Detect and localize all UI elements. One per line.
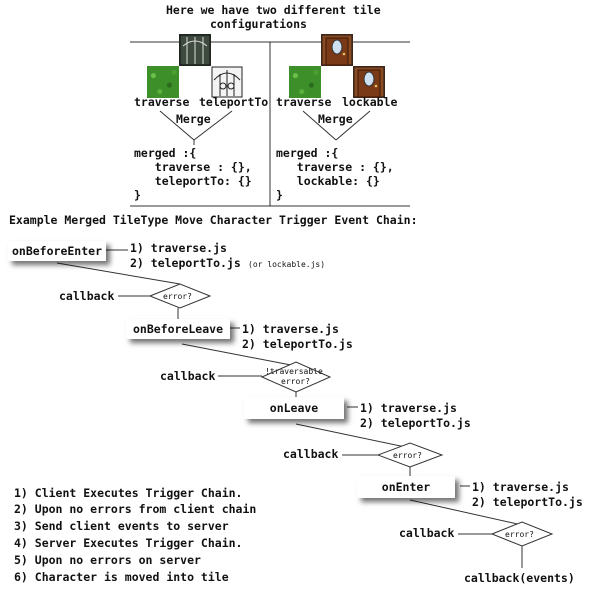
- decision-1-label: error?: [163, 292, 192, 301]
- step-2: 2) Upon no errors from client chain: [14, 502, 257, 516]
- step-3: 3) Send client events to server: [14, 519, 229, 533]
- right-merge-label: Merge: [318, 112, 353, 126]
- chain-heading: Example Merged TileType Move Character T…: [9, 213, 418, 227]
- right-label-lockable: lockable: [342, 95, 398, 109]
- step-6: 6) Character is moved into tile: [14, 570, 229, 584]
- decision-diamond-2: [260, 361, 332, 393]
- left-code-line-1: merged :{: [134, 146, 197, 160]
- grass-tile-icon: [289, 66, 321, 98]
- script-list-2-item-1: 1) traverse.js: [242, 322, 339, 336]
- right-code-line-3: lockable: {}: [276, 174, 380, 188]
- callback-label-1: callback: [59, 289, 115, 303]
- left-code-line-4: }: [134, 188, 141, 202]
- right-code-line-1: merged :{: [276, 146, 339, 160]
- script-list-1-item-2: 2) teleportTo.js: [130, 256, 241, 270]
- event-on-leave: onLeave: [244, 397, 344, 419]
- left-code-line-2: traverse : {},: [134, 160, 252, 174]
- right-code-line-2: traverse : {},: [276, 160, 394, 174]
- step-5: 5) Upon no errors on server: [14, 553, 201, 567]
- decision-2-label-line2: error?: [281, 377, 310, 386]
- decision-diamond-4: [490, 521, 554, 547]
- right-code-line-4: }: [276, 188, 283, 202]
- final-callback-label: callback(events): [464, 571, 575, 585]
- diagram-title-line1: Here we have two different tile: [166, 3, 381, 17]
- script-list-3-item-2: 2) teleportTo.js: [360, 416, 471, 430]
- left-label-teleportto: teleportTo: [199, 95, 269, 109]
- callback-label-2: callback: [160, 369, 216, 383]
- event-on-enter: onEnter: [357, 476, 455, 498]
- step-1: 1) Client Executes Trigger Chain.: [14, 486, 243, 500]
- script-list-4-item-2: 2) teleportTo.js: [472, 495, 583, 509]
- script-list-1-item-1: 1) traverse.js: [130, 241, 227, 255]
- grass-tile-icon: [147, 66, 179, 98]
- decision-2-label-line1: !traversable: [265, 367, 323, 376]
- callback-label-4: callback: [399, 526, 455, 540]
- script-list-2-item-2: 2) teleportTo.js: [242, 337, 353, 351]
- left-label-traverse: traverse: [134, 95, 190, 109]
- decision-diamond-1: [148, 283, 212, 309]
- step-4: 4) Server Executes Trigger Chain.: [14, 536, 243, 550]
- iron-gate-tile-icon: [179, 34, 211, 66]
- locked-door-tile-icon: [353, 66, 385, 98]
- event-on-before-leave: onBeforeLeave: [126, 319, 230, 339]
- event-on-before-enter: onBeforeEnter: [8, 241, 106, 261]
- diagram-title-line2: configurations: [210, 17, 307, 31]
- left-merge-label: Merge: [176, 112, 211, 126]
- decision-3-label: error?: [393, 451, 422, 460]
- callback-label-3: callback: [283, 447, 339, 461]
- wooden-door-tile-icon: [321, 34, 353, 66]
- decision-diamond-3: [376, 442, 444, 468]
- decision-4-label: error?: [505, 530, 534, 539]
- script-list-4-item-1: 1) traverse.js: [472, 480, 569, 494]
- script-list-1-note: (or lockable.js): [248, 260, 326, 269]
- right-label-traverse: traverse: [276, 95, 332, 109]
- left-code-line-3: teleportTo: {}: [134, 174, 252, 188]
- script-list-3-item-1: 1) traverse.js: [360, 401, 457, 415]
- white-gate-tile-icon: [211, 66, 243, 98]
